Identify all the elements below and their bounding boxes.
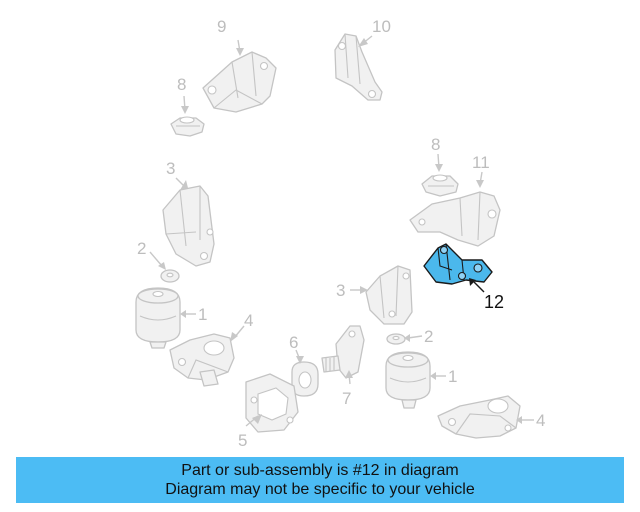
svg-text:11: 11 <box>472 153 490 172</box>
part-4-bracket-left[interactable] <box>169 333 235 387</box>
part-2-washer-left[interactable] <box>160 269 180 283</box>
callout-11: 11 <box>472 153 490 188</box>
info-banner: Part or sub-assembly is #12 in diagram D… <box>16 457 624 503</box>
svg-text:6: 6 <box>289 333 298 352</box>
callout-2-right: 2 <box>404 327 433 346</box>
svg-text:2: 2 <box>137 239 146 258</box>
part-1-mount-right[interactable] <box>385 351 431 409</box>
banner-line-disclaimer: Diagram may not be specific to your vehi… <box>165 481 475 498</box>
part-7-bracket[interactable] <box>321 325 365 379</box>
svg-text:4: 4 <box>244 311 253 330</box>
svg-text:7: 7 <box>342 389 351 408</box>
banner-line-part-number: Part or sub-assembly is #12 in diagram <box>181 462 459 479</box>
callout-3-left: 3 <box>166 159 188 190</box>
callout-6: 6 <box>289 333 304 364</box>
svg-text:1: 1 <box>448 367 457 386</box>
svg-text:9: 9 <box>217 17 226 36</box>
part-2-washer-right[interactable] <box>386 333 406 345</box>
callout-8-left: 8 <box>177 75 189 114</box>
svg-text:3: 3 <box>336 281 345 300</box>
part-6-bushing[interactable] <box>291 361 319 397</box>
part-12-bracket-highlighted[interactable] <box>423 243 493 285</box>
callout-10: 10 <box>358 17 391 47</box>
svg-text:8: 8 <box>431 135 440 154</box>
callout-5: 5 <box>238 414 262 450</box>
svg-text:10: 10 <box>372 17 391 36</box>
svg-text:5: 5 <box>238 431 247 450</box>
callout-7: 7 <box>342 370 353 408</box>
svg-text:8: 8 <box>177 75 186 94</box>
parts-diagram: 9 10 8 3 2 <box>135 17 545 450</box>
part-11-bracket[interactable] <box>409 191 501 247</box>
part-8-mount-right[interactable] <box>421 174 459 197</box>
callout-12: 12 <box>469 278 504 312</box>
svg-text:3: 3 <box>166 159 175 178</box>
part-4-bracket-right[interactable] <box>437 395 521 439</box>
svg-text:4: 4 <box>536 411 545 430</box>
part-8-mount-left[interactable] <box>170 116 205 137</box>
part-3-bracket-left[interactable] <box>162 185 215 267</box>
svg-text:12: 12 <box>484 292 504 312</box>
callout-8-right: 8 <box>431 135 443 172</box>
callout-4-right: 4 <box>516 411 545 430</box>
callout-1-right: 1 <box>430 367 457 386</box>
svg-text:1: 1 <box>198 305 207 324</box>
callout-2-left: 2 <box>137 239 166 270</box>
part-10-bracket[interactable] <box>334 33 383 101</box>
callout-4-left: 4 <box>230 311 253 342</box>
svg-text:2: 2 <box>424 327 433 346</box>
callout-9: 9 <box>217 17 244 56</box>
part-3-bracket-right[interactable] <box>365 265 413 325</box>
part-1-mount-left[interactable] <box>135 287 181 349</box>
part-9-bracket[interactable] <box>202 51 277 113</box>
part-5-plate[interactable] <box>245 373 299 433</box>
callout-1-left: 1 <box>180 305 207 324</box>
callout-3-right: 3 <box>336 281 368 300</box>
